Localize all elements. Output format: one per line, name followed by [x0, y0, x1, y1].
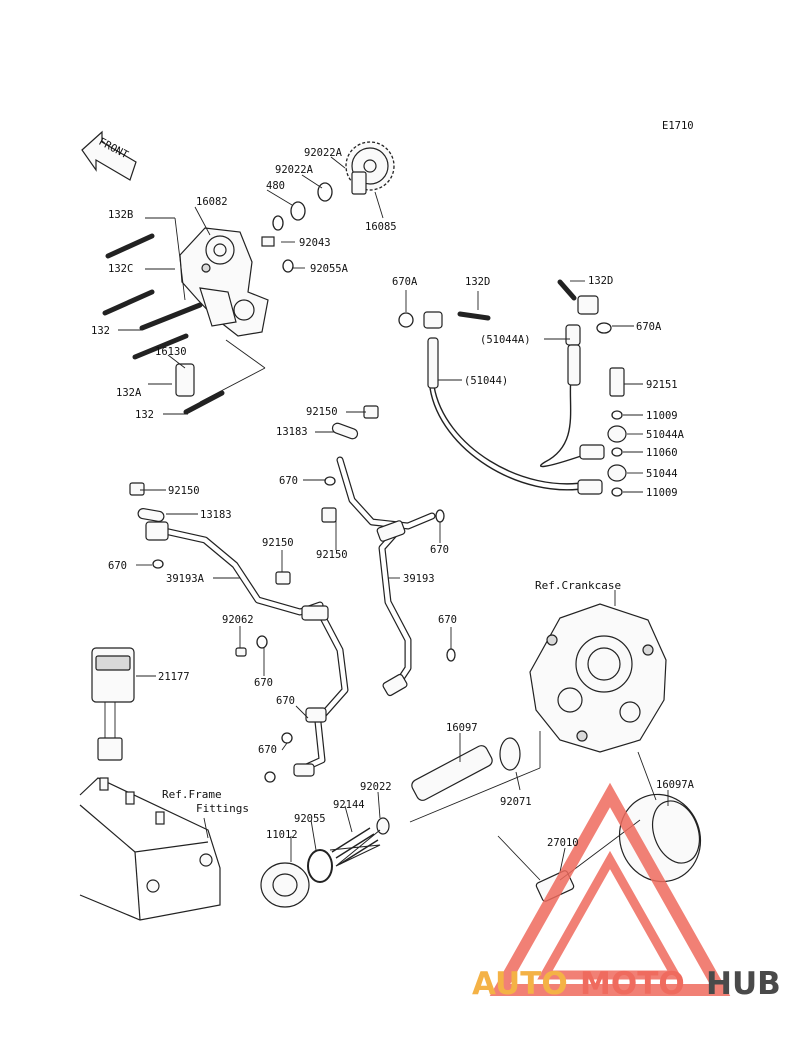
part-label: 92043	[299, 237, 331, 249]
ref-fittings: Fittings	[196, 802, 249, 815]
o-ring-670-g	[264, 771, 276, 783]
part-label: 670A	[392, 276, 418, 288]
frame-fittings	[79, 777, 221, 921]
o-ring-92055	[307, 849, 333, 883]
part-label: 92150	[316, 549, 348, 561]
o-ring-670-e	[256, 635, 268, 649]
part-label: 670	[430, 544, 449, 556]
oil-filter-parts	[260, 737, 702, 908]
part-label: 132B	[108, 209, 133, 221]
o-ring-670-f	[281, 732, 293, 744]
part-label: 132A	[116, 387, 142, 399]
o-ring-670-d	[446, 648, 456, 662]
o-ring-670A-right	[596, 322, 612, 334]
part-label: 670	[276, 695, 295, 707]
part-label: 16097	[446, 722, 478, 734]
part-labels: 92022A 92022A 480 16082 16085 132B 92043…	[91, 147, 695, 849]
part-label: 132D	[588, 275, 613, 287]
diagram-code: E1710	[662, 120, 694, 132]
part-label: 92151	[646, 379, 678, 391]
part-label: 92055A	[310, 263, 349, 275]
part-label: 51044	[646, 468, 678, 480]
part-label: 92022A	[275, 164, 314, 176]
part-label: (51044A)	[480, 334, 531, 346]
part-label: 11009	[646, 487, 678, 499]
part-label: 11009	[646, 410, 678, 422]
o-ring-670-b	[324, 476, 336, 486]
part-label: 480	[266, 180, 285, 192]
part-label: 39193	[403, 573, 435, 585]
leader-lines	[118, 156, 669, 881]
part-label: 670A	[636, 321, 662, 333]
crankcase	[529, 603, 667, 753]
part-label: 670	[279, 475, 298, 487]
part-label: 92150	[262, 537, 294, 549]
o-ring-670A-left	[398, 312, 414, 328]
front-arrow-icon: FRONT	[81, 130, 137, 181]
part-label: 670	[108, 560, 127, 572]
part-label: 13183	[200, 509, 232, 521]
part-label: 132C	[108, 263, 133, 275]
part-label: 92022A	[304, 147, 343, 159]
ref-crankcase: Ref.Crankcase	[535, 579, 621, 592]
washer-92022A	[317, 182, 333, 202]
seal-92071	[499, 737, 521, 771]
o-ring-small	[272, 215, 284, 231]
part-label: 92071	[500, 796, 532, 808]
part-label: 92150	[306, 406, 338, 418]
o-ring-92055A	[282, 259, 294, 273]
part-label: 670	[254, 677, 273, 689]
oil-pipe-39193	[321, 405, 436, 697]
part-label: 92144	[333, 799, 365, 811]
part-label: 16097A	[656, 779, 695, 791]
watermark-logo-icon	[489, 782, 731, 996]
part-label: 670	[438, 614, 457, 626]
part-label: 13183	[276, 426, 308, 438]
watermark-part3: HUB	[706, 966, 781, 1002]
pin-92043	[261, 236, 275, 247]
part-label: 16130	[155, 346, 187, 358]
watermark: AUTO MOTO HUB	[472, 966, 781, 1002]
part-label: 27010	[547, 837, 579, 849]
part-label: 92022	[360, 781, 392, 793]
part-label: 16085	[365, 221, 397, 233]
watermark-part2: MOTO	[580, 966, 685, 1002]
part-label: 132	[135, 409, 154, 421]
part-label: 92055	[294, 813, 326, 825]
part-label: 132D	[465, 276, 490, 288]
part-label: 51044A	[646, 429, 685, 441]
part-label: 132	[91, 325, 110, 337]
switch-21177	[91, 647, 135, 761]
oil-pump-assembly	[179, 227, 269, 337]
part-label: 92150	[168, 485, 200, 497]
o-ring-670-c	[435, 509, 445, 523]
ref-frame: Ref.Frame	[162, 788, 222, 801]
o-ring-670-a	[152, 559, 164, 569]
sleeve-16130	[175, 363, 195, 397]
part-label: (51044)	[464, 375, 508, 387]
watermark-part1: AUTO	[472, 966, 568, 1002]
part-label: 21177	[158, 671, 190, 683]
part-label: 16082	[196, 196, 228, 208]
part-label: 39193A	[166, 573, 205, 585]
part-label: 11012	[266, 829, 298, 841]
part-label: 92062	[222, 614, 254, 626]
part-label: 670	[258, 744, 277, 756]
bolts-132	[102, 233, 225, 415]
washer-480	[290, 201, 306, 221]
oil-hose-51044	[423, 279, 627, 497]
gear-16085	[345, 141, 395, 195]
part-label: 11060	[646, 447, 678, 459]
oil-pipe-39193A	[129, 482, 349, 777]
